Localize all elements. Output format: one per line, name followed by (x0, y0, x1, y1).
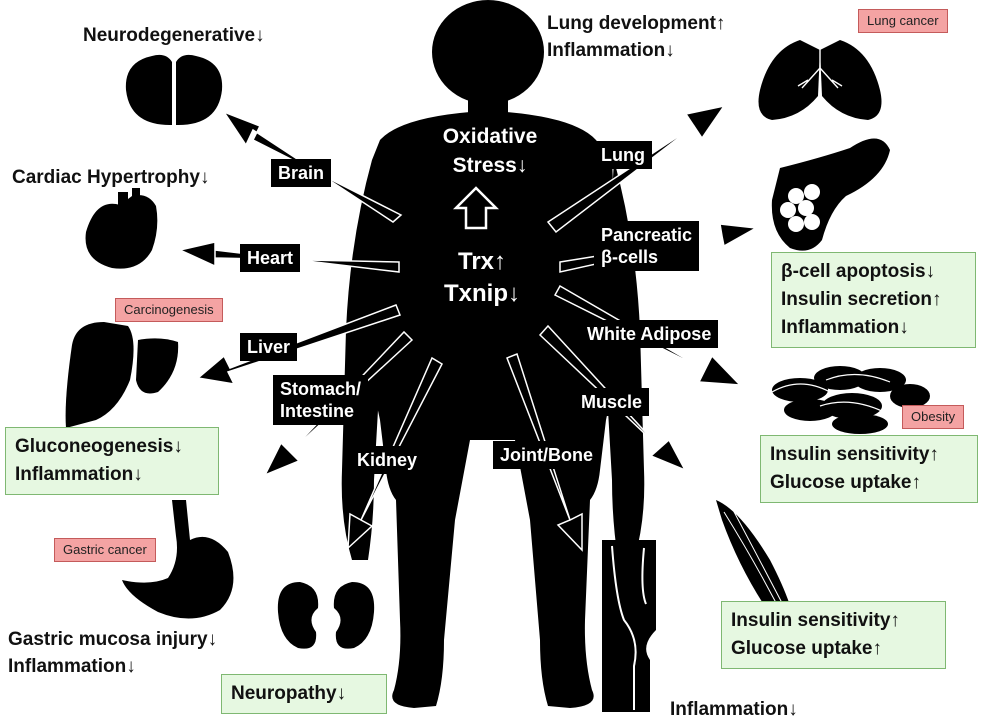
arrow-label-liver: Liver (240, 333, 298, 361)
heart-arrow (177, 241, 400, 273)
cardiac-hypertrophy-text: Cardiac Hypertrophy↓ (12, 167, 210, 188)
arrow-label-lung: Lung (594, 141, 652, 169)
stomach-label-line-1: Stomach/ (280, 379, 362, 399)
muscle-box-line-1: Insulin sensitivity↑ (731, 610, 900, 631)
center-trx-label: Trx↑ Txnip↓ (430, 246, 534, 310)
adipose-box-line-2: Glucose uptake↑ (770, 472, 921, 493)
brain-arrow (222, 110, 403, 223)
pancreatic-label-line-2: β-cells (601, 247, 659, 267)
arrow-label-muscle: Muscle (574, 388, 650, 416)
lung-icon (758, 30, 882, 120)
kidney-effects-box: Neuropathy↓ (221, 674, 387, 714)
liver-box-line-1: Gluconeogenesis↓ (15, 436, 183, 457)
adipose-icon (771, 366, 930, 434)
arrow-label-heart: Heart (240, 244, 301, 272)
center-oxidative-label: Oxidative Stress↓ (414, 122, 566, 180)
joint-inflammation-text: Inflammation↓ (670, 699, 798, 720)
oxidative-line-2: Stress↓ (452, 154, 528, 177)
liver-icon (65, 322, 179, 428)
stomach-label-line-2: Intestine (280, 401, 355, 421)
muscle-box-line-2: Glucose uptake↑ (731, 638, 882, 659)
stomach-icon (122, 500, 234, 619)
adipose-box-line-1: Insulin sensitivity↑ (770, 444, 939, 465)
gastric-effect-line-1: Gastric mucosa injury↓ (8, 629, 218, 650)
muscle-effects-box: Insulin sensitivity↑ Glucose uptake↑ (721, 601, 946, 669)
lung-cancer-tag: Lung cancer (858, 9, 948, 33)
neurodegenerative-text: Neurodegenerative↓ (83, 25, 265, 46)
carcinogenesis-tag: Carcinogenesis (115, 298, 223, 322)
liver-box-line-2: Inflammation↓ (15, 464, 143, 485)
lung-arrow (546, 104, 726, 234)
beta-box-line-2: Insulin secretion↑ (781, 289, 942, 310)
arrow-label-joint-bone: Joint/Bone (493, 441, 600, 469)
center-up-arrow (452, 186, 500, 230)
trx-text: Trx↑ (457, 248, 507, 275)
pancreas-icon (771, 138, 890, 251)
human-silhouette (341, 0, 645, 708)
adipose-effects-box: Insulin sensitivity↑ Glucose uptake↑ (760, 435, 978, 503)
gastric-effect-line-2: Inflammation↓ (8, 656, 136, 677)
beta-box-line-3: Inflammation↓ (781, 317, 909, 338)
knee-joint-icon (602, 540, 656, 712)
arrow-label-brain: Brain (271, 159, 332, 187)
arrow-label-pancreatic: Pancreatic β-cells (594, 221, 700, 271)
kidney-box-line: Neuropathy↓ (231, 683, 347, 704)
pancreatic-label-line-1: Pancreatic (601, 225, 693, 245)
white-adipose-arrow (553, 284, 742, 386)
lung-effect-line-2: Inflammation↓ (547, 40, 675, 61)
brain-icon (125, 54, 223, 126)
beta-box-line-1: β-cell apoptosis↓ (781, 261, 936, 282)
liver-arrow (196, 304, 401, 385)
gastric-cancer-tag: Gastric cancer (54, 538, 156, 562)
liver-effects-box: Gluconeogenesis↓ Inflammation↓ (5, 427, 219, 495)
arrow-label-white-adipose: White Adipose (580, 320, 719, 348)
obesity-tag: Obesity (902, 405, 965, 429)
arrow-label-stomach: Stomach/ Intestine (273, 375, 369, 425)
kidney-icon (277, 582, 375, 649)
arrow-label-kidney: Kidney (350, 446, 425, 474)
lung-effects-text: Lung development↑ Inflammation↓ (547, 10, 725, 64)
txnip-text: Txnip↓ (444, 280, 520, 307)
oxidative-line-1: Oxidative (442, 125, 538, 148)
gastric-effects-text: Gastric mucosa injury↓ Inflammation↓ (8, 626, 217, 680)
heart-icon (85, 188, 158, 269)
beta-cell-effects-box: β-cell apoptosis↓ Insulin secretion↑ Inf… (771, 252, 976, 348)
lung-effect-line-1: Lung development↑ (547, 13, 726, 34)
